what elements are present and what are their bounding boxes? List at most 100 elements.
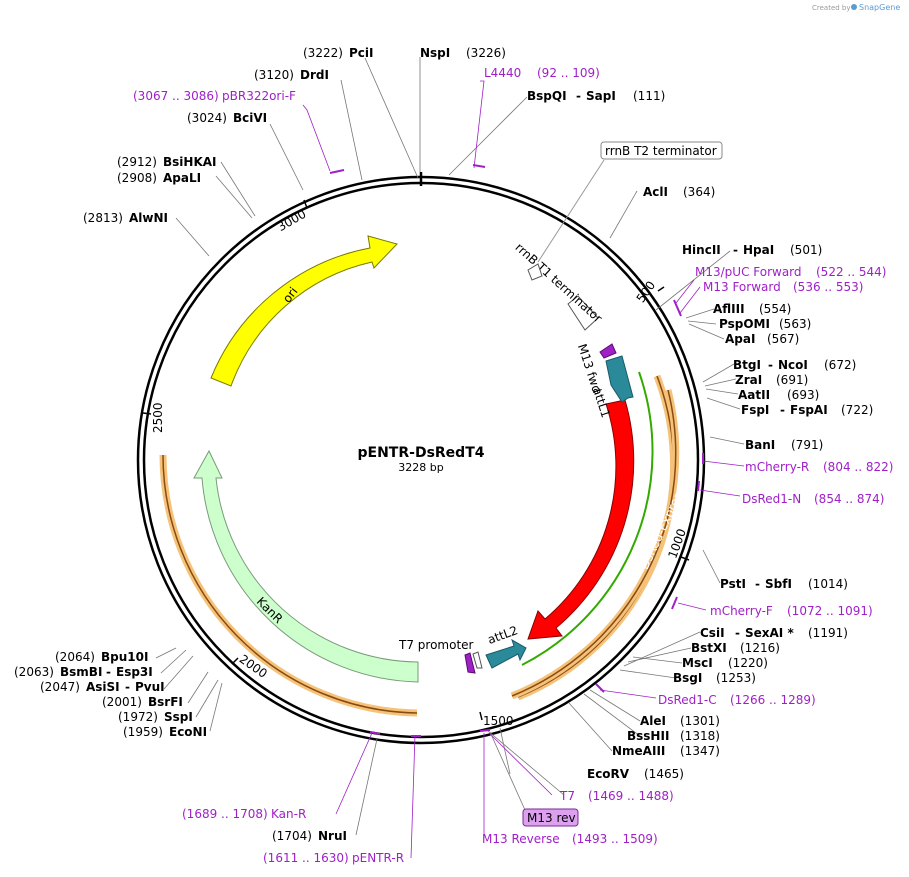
rrnb-t2-arrow — [527, 263, 543, 281]
tick-label-1500: 1500 — [483, 714, 514, 728]
enzyme-bsmbi[interactable]: BsmBI — [60, 665, 102, 679]
primer-pentr-r[interactable]: pENTR-R — [352, 851, 404, 865]
svg-text:(791): (791) — [791, 438, 823, 452]
enzyme-esp3i[interactable]: Esp3I — [116, 665, 153, 679]
primer-marks — [329, 164, 704, 737]
enzyme-bsrfi[interactable]: BsrFI — [148, 695, 183, 709]
primer-t7[interactable]: T7 — [559, 789, 575, 803]
enzyme-nrui[interactable]: NruI — [318, 829, 347, 843]
enzyme-pcii[interactable]: PciI — [349, 46, 374, 60]
svg-text:(3067 .. 3086): (3067 .. 3086) — [133, 89, 219, 103]
attl1-arrow — [605, 355, 634, 403]
credit-prefix: Created by — [812, 4, 851, 12]
t7prom-small-arrow — [472, 651, 483, 669]
snapgene-logo-icon — [851, 4, 857, 10]
enzyme-pvui[interactable]: PvuI — [135, 680, 165, 694]
t7prom-arrow — [464, 652, 476, 674]
svg-text:(854 .. 874): (854 .. 874) — [814, 492, 884, 506]
primer-pbr322ori-f[interactable]: pBR322ori-F — [222, 89, 296, 103]
m13rev-box[interactable] — [522, 808, 579, 827]
enzyme-fspi[interactable]: FspI — [741, 403, 769, 417]
enzyme-econi[interactable]: EcoNI — [169, 725, 207, 739]
enzymes-right: NspI (3226) BspQI - SapI (111) AclI (364… — [420, 46, 873, 781]
svg-text:(1220): (1220) — [728, 656, 768, 670]
enzyme-bsshii[interactable]: BssHII — [627, 729, 669, 743]
svg-text:(2063): (2063) — [14, 665, 54, 679]
enzyme-bsihkai[interactable]: BsiHKAI — [163, 155, 217, 169]
enzyme-apai[interactable]: ApaI — [725, 332, 755, 346]
enzyme-bpu10i[interactable]: Bpu10I — [101, 650, 148, 664]
enzyme-nmeaiii[interactable]: NmeAIII — [612, 744, 665, 758]
primer-mcherry-r[interactable]: mCherry-R — [745, 460, 809, 474]
outer-bands — [159, 371, 680, 717]
svg-text:(3226): (3226) — [466, 46, 506, 60]
enzyme-hpai[interactable]: HpaI — [743, 243, 774, 257]
primer-kan-r[interactable]: Kan-R — [271, 807, 306, 821]
dsred-arrow — [527, 399, 635, 640]
svg-text:(804 .. 822): (804 .. 822) — [823, 460, 893, 474]
enzyme-sbfi[interactable]: SbfI — [765, 577, 792, 591]
enzyme-pspomi[interactable]: PspOMI — [719, 317, 770, 331]
enzyme-hincii[interactable]: HincII — [682, 243, 721, 257]
svg-text:(1493 .. 1509): (1493 .. 1509) — [572, 832, 658, 846]
enzyme-zrai[interactable]: ZraI — [735, 373, 762, 387]
svg-text:-: - — [780, 403, 785, 417]
enzyme-alei[interactable]: AleI — [640, 714, 666, 728]
svg-text:-: - — [106, 665, 111, 679]
svg-text:(111): (111) — [633, 89, 665, 103]
enzyme-asisi[interactable]: AsiSI — [86, 680, 120, 694]
svg-text:(1465): (1465) — [644, 767, 684, 781]
primer-dsred1-c[interactable]: DsRed1-C — [658, 693, 717, 707]
enzyme-bsgi[interactable]: BsgI — [673, 671, 702, 685]
svg-text:(92 .. 109): (92 .. 109) — [537, 66, 600, 80]
svg-text:(1469 .. 1488): (1469 .. 1488) — [588, 789, 674, 803]
svg-text:(1014): (1014) — [808, 577, 848, 591]
m13fwd-arrow — [599, 343, 617, 359]
rrnb-t1-label: rrnB T1 terminator — [513, 240, 605, 325]
enzyme-afliii[interactable]: AflIII — [713, 302, 745, 316]
enzyme-bani[interactable]: BanI — [745, 438, 775, 452]
enzyme-psti[interactable]: PstI — [720, 577, 746, 591]
primer-leaders — [302, 80, 745, 859]
ori-arrow — [210, 235, 398, 387]
primer-mcherry-f[interactable]: mCherry-F — [710, 604, 773, 618]
primer-dsred1-n[interactable]: DsRed1-N — [742, 492, 801, 506]
enzymes-left: (3222) PciI (3120) DrdI (3024) BciVI (29… — [14, 46, 374, 843]
enzyme-drdi[interactable]: DrdI — [300, 68, 329, 82]
enzyme-nspi[interactable]: NspI — [420, 46, 450, 60]
enzyme-sexai[interactable]: SexAI * — [745, 626, 794, 640]
enzyme-bspqi[interactable]: BspQI — [527, 89, 567, 103]
primer-l4440[interactable]: L4440 — [484, 66, 521, 80]
primer-m13-forward[interactable]: M13 Forward — [703, 280, 781, 294]
m13rev-label: M13 rev — [527, 811, 576, 825]
enzyme-apali[interactable]: ApaLI — [163, 171, 201, 185]
svg-text:(364): (364) — [683, 185, 715, 199]
rrnb-t1-arrow — [567, 295, 599, 331]
svg-text:(1253): (1253) — [716, 671, 756, 685]
primer-m13-reverse[interactable]: M13 Reverse — [482, 832, 560, 846]
svg-text:-: - — [768, 358, 773, 372]
svg-text:(672): (672) — [824, 358, 856, 372]
enzyme-csii[interactable]: CsiI — [700, 626, 725, 640]
svg-text:(2908): (2908) — [117, 171, 157, 185]
enzyme-btgi[interactable]: BtgI — [733, 358, 761, 372]
svg-text:(2001): (2001) — [102, 695, 142, 709]
enzyme-acli[interactable]: AclI — [643, 185, 668, 199]
enzyme-ncoi[interactable]: NcoI — [778, 358, 808, 372]
svg-text:(3120): (3120) — [254, 68, 294, 82]
enzyme-alwni[interactable]: AlwNI — [129, 211, 168, 225]
enzyme-msci[interactable]: MscI — [682, 656, 713, 670]
svg-text:(1216): (1216) — [740, 641, 780, 655]
enzyme-sspi[interactable]: SspI — [164, 710, 193, 724]
svg-text:(3222): (3222) — [303, 46, 343, 60]
svg-text:(693): (693) — [787, 388, 819, 402]
enzyme-bcivi[interactable]: BciVI — [233, 111, 267, 125]
enzyme-sapi[interactable]: SapI — [586, 89, 616, 103]
enzyme-ecorv[interactable]: EcoRV — [587, 767, 630, 781]
enzyme-aatii[interactable]: AatII — [738, 388, 770, 402]
enzyme-fspai[interactable]: FspAI — [790, 403, 828, 417]
plasmid-size: 3228 bp — [398, 461, 443, 474]
svg-text:(501): (501) — [790, 243, 822, 257]
primer-m13puc-forward[interactable]: M13/pUC Forward — [695, 265, 802, 279]
enzyme-bstxi[interactable]: BstXI — [691, 641, 727, 655]
